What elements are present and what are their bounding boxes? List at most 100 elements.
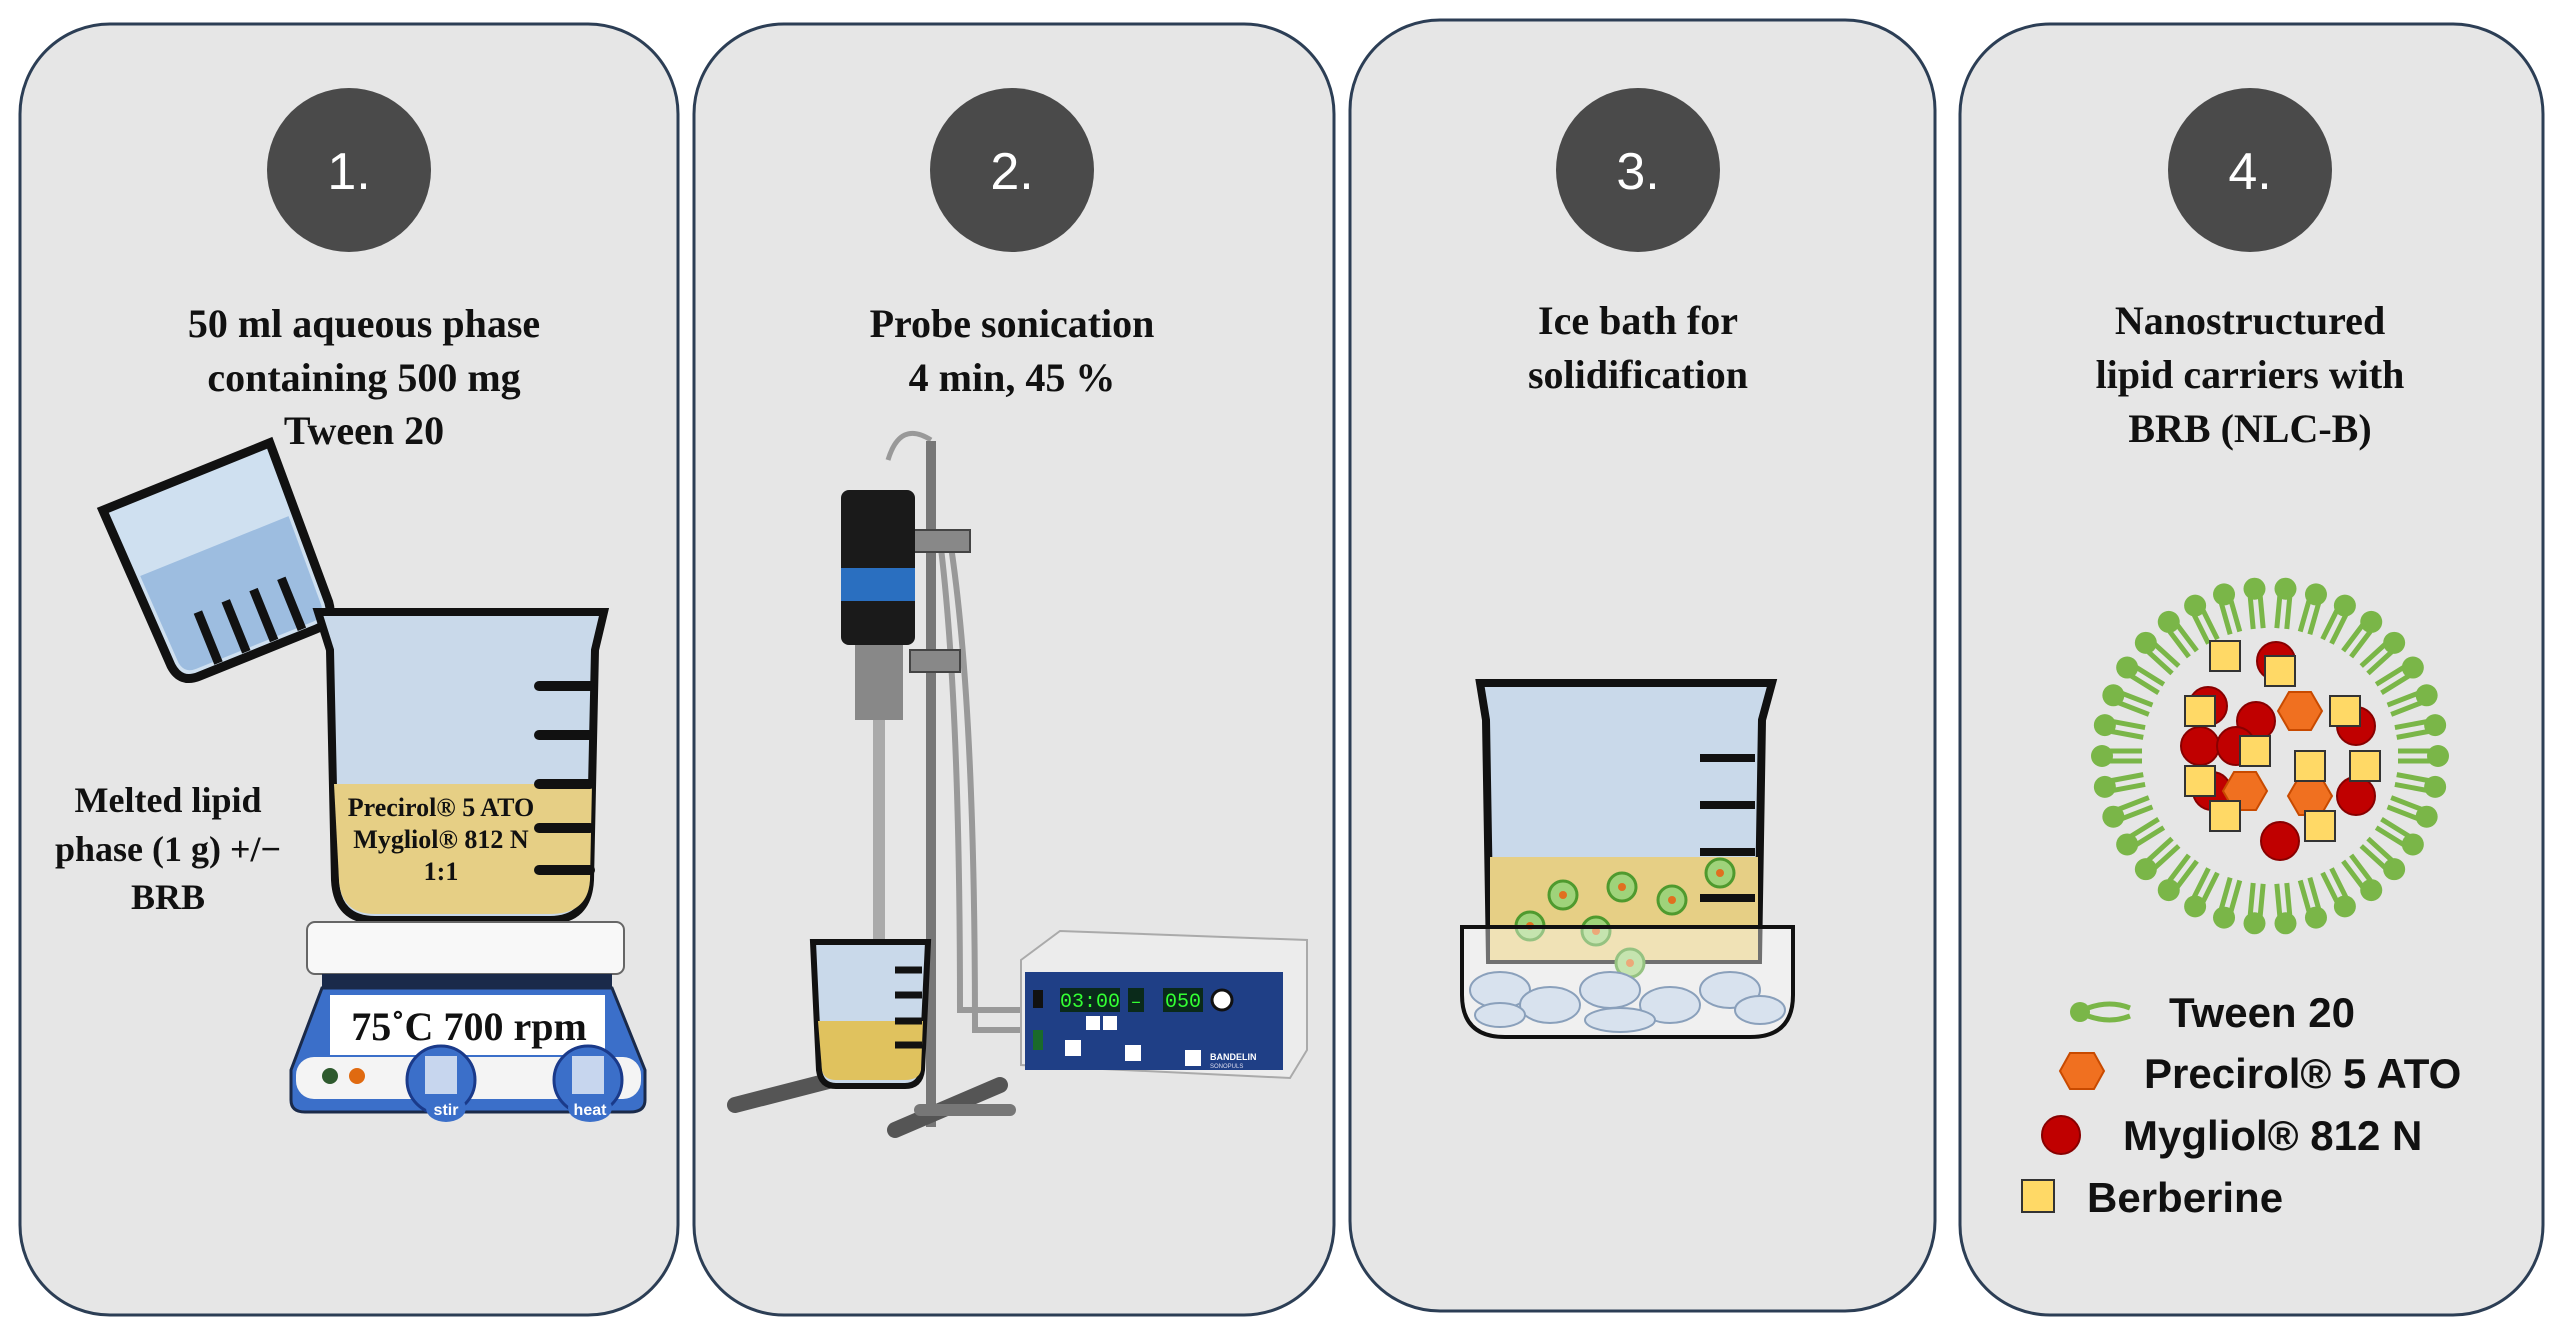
tween-tail	[2394, 719, 2429, 740]
berberine-square	[2184, 765, 2216, 797]
pouring-beaker	[96, 436, 335, 683]
tween-head	[2424, 775, 2447, 798]
berberine-square	[2304, 810, 2336, 842]
precirol-hexagon	[2286, 776, 2334, 816]
tween-head	[2304, 583, 2327, 606]
plus-button	[1086, 1016, 1100, 1030]
ice-tray	[1460, 925, 1795, 1039]
tween-tail	[2111, 772, 2146, 793]
tween-tail	[2386, 691, 2422, 717]
berberine-square	[2294, 750, 2326, 782]
tween-head	[2333, 594, 2356, 617]
berberine-square	[2209, 800, 2241, 832]
tween-head	[2157, 610, 2180, 633]
tween-head	[2091, 745, 2113, 767]
step-1-title-line: Tween 20	[284, 408, 444, 453]
tween-head	[2093, 775, 2116, 798]
tween-tail	[2146, 836, 2181, 870]
legend-item-mygliol: Mygliol® 812 N	[2041, 1112, 2422, 1159]
side-label-line: BRB	[131, 877, 205, 917]
legend-item-tween: Tween 20	[2070, 989, 2355, 1036]
tween-head	[2401, 833, 2424, 856]
tween-head	[2102, 684, 2125, 707]
side-label-line: phase (1 g) +/−	[55, 829, 281, 869]
step-4-title-line: lipid carriers with	[2096, 352, 2405, 397]
stir-knob-label: stir	[434, 1102, 459, 1119]
legend-item-precirol: Precirol® 5 ATO	[2058, 1050, 2461, 1097]
tween-tail	[2167, 853, 2199, 889]
ice-cubes	[1469, 971, 1786, 1033]
stir-knob: stir	[405, 1044, 477, 1122]
berberine-square	[2329, 695, 2361, 727]
step-number: 4.	[2228, 143, 2271, 201]
tween-head	[2213, 906, 2236, 929]
beaker-label-ratio: 1:1	[424, 857, 459, 886]
step-4-badge: 4.	[2168, 88, 2332, 252]
hotplate-display: 75˚C 700 rpm	[351, 1004, 587, 1049]
tween-tail	[2130, 817, 2166, 847]
tween-head	[2116, 833, 2139, 856]
nlc-particle	[2091, 577, 2449, 935]
tween-tail	[2218, 877, 2243, 912]
reset-button	[1185, 1050, 1201, 1066]
heat-light-icon	[349, 1068, 365, 1084]
tween-head	[2243, 577, 2266, 600]
tween-tail	[2394, 772, 2429, 793]
step-2-title-line: 4 min, 45 %	[909, 355, 1116, 400]
step-4-panel	[1958, 22, 2545, 1317]
tween-head	[2157, 879, 2180, 902]
berberine-square	[2209, 640, 2241, 672]
step-2-badge: 2.	[930, 88, 1094, 252]
tween-tail	[2297, 600, 2322, 635]
tween-tail	[2374, 817, 2410, 847]
tween-icon	[2070, 1001, 2131, 1023]
tween-head	[2184, 895, 2207, 918]
tween-head	[2243, 912, 2266, 935]
tween-head	[2383, 631, 2406, 654]
step-3-title-line: solidification	[1528, 352, 1748, 397]
tween-tail	[2191, 867, 2220, 903]
mygliol-droplet	[2180, 726, 2220, 766]
ultrasonic-generator: 03:00 – 050 BANDELIN SONOPULS	[1020, 929, 1308, 1080]
berberine-square	[2184, 695, 2216, 727]
beaker-label-mygliol: Mygliol® 812 N	[353, 825, 529, 854]
main-beaker: Precirol® 5 ATO Mygliol® 812 N 1:1	[312, 608, 610, 924]
tween-tail	[2359, 836, 2394, 870]
tween-head	[2274, 577, 2297, 600]
beaker-label-precirol: Precirol® 5 ATO	[348, 793, 534, 822]
tween-head	[2415, 805, 2438, 828]
tween-tail	[2247, 595, 2266, 630]
tween-head	[2102, 805, 2125, 828]
tween-head	[2424, 714, 2447, 737]
tween-head	[2134, 858, 2157, 881]
mode-button	[1125, 1045, 1141, 1061]
hotplate-stirrer: 75˚C 700 rpm stir heat	[289, 921, 647, 1122]
tween-head	[2184, 594, 2207, 617]
tween-head	[2427, 745, 2449, 767]
tween-tail	[2320, 867, 2349, 903]
tween-head	[2383, 858, 2406, 881]
tween-tail	[2247, 882, 2266, 917]
melted-lipid-label: Melted lipid phase (1 g) +/− BRB	[55, 780, 281, 917]
sonication-beaker	[809, 939, 932, 1089]
mygliol-droplet	[2336, 776, 2376, 816]
legend-item-berberine: Berberine	[2021, 1174, 2283, 1221]
tween-head	[2360, 879, 2383, 902]
tween-head	[2134, 631, 2157, 654]
legend-label: Berberine	[2087, 1174, 2283, 1221]
step-titles: 50 ml aqueous phase containing 500 mg Tw…	[188, 298, 2405, 453]
berberine-square	[2239, 735, 2271, 767]
berberine-square	[2349, 750, 2381, 782]
step-number: 2.	[990, 143, 1033, 201]
tween-tail	[2146, 642, 2181, 676]
tween-tail	[2111, 719, 2146, 740]
tween-head	[2093, 714, 2116, 737]
square-icon	[2021, 1179, 2055, 1213]
tween-tail	[2359, 642, 2394, 676]
tween-head	[2401, 656, 2424, 679]
tween-tail	[2374, 665, 2410, 695]
tween-tail	[2118, 795, 2154, 821]
tween-head	[2213, 583, 2236, 606]
tween-tail	[2297, 877, 2322, 912]
